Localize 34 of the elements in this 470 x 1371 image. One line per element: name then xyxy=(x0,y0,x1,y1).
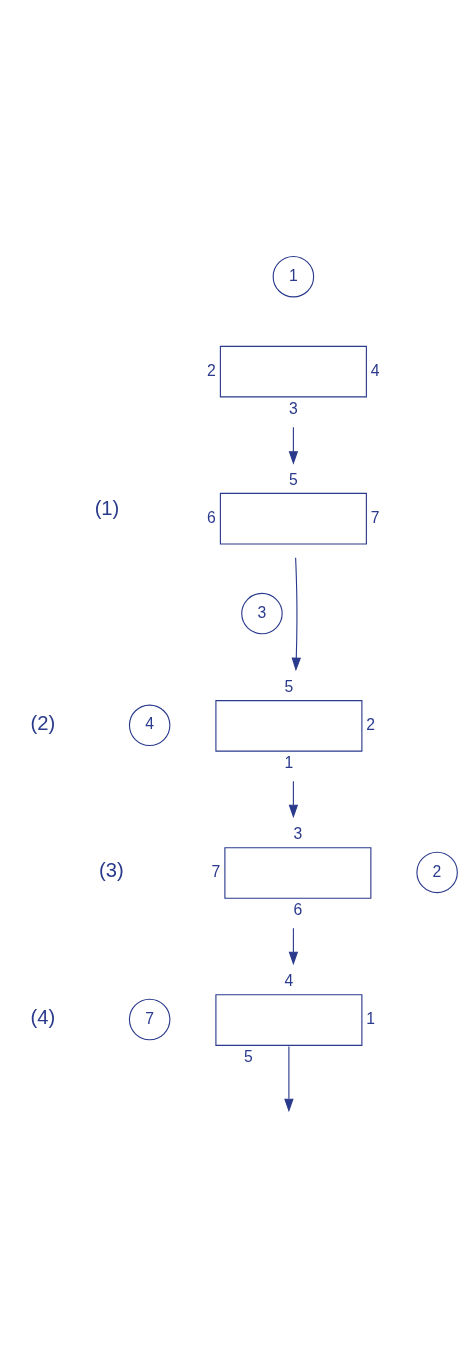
node-circle: 2 xyxy=(416,851,458,893)
node-label: 7 xyxy=(211,862,221,880)
label: (1) xyxy=(94,496,120,519)
arrow xyxy=(291,556,301,671)
label: (2) xyxy=(30,711,56,734)
node-label: 5 xyxy=(284,677,294,695)
node-circle: 7 xyxy=(128,998,171,1040)
node-circle: 3 xyxy=(241,592,283,634)
arrow xyxy=(284,1045,294,1112)
node-label: 6 xyxy=(293,900,303,918)
node-label: 3 xyxy=(293,824,303,842)
node-label: 5 xyxy=(288,470,298,488)
node-label: 1 xyxy=(284,753,294,771)
node-circle: 4 xyxy=(128,704,171,746)
arrow xyxy=(288,927,299,965)
node-label: 6 xyxy=(206,508,216,526)
node-label: 1 xyxy=(366,1009,376,1027)
node-box xyxy=(215,699,363,752)
label: (3) xyxy=(99,858,124,881)
arrow xyxy=(288,426,299,465)
node-box xyxy=(224,846,372,899)
node-box xyxy=(215,993,363,1046)
node-box xyxy=(219,345,367,397)
node-label: 2 xyxy=(206,361,216,379)
node-label: 2 xyxy=(366,715,376,733)
node-circle: 1 xyxy=(272,255,315,297)
node-label: 4 xyxy=(284,971,294,989)
node-label: 3 xyxy=(288,399,298,417)
label: (4) xyxy=(30,1005,56,1028)
arrow xyxy=(288,780,299,818)
node-label: 4 xyxy=(370,361,380,379)
node-box xyxy=(219,492,367,544)
node-label: 5 xyxy=(243,1047,253,1065)
node-label: 7 xyxy=(370,508,380,526)
